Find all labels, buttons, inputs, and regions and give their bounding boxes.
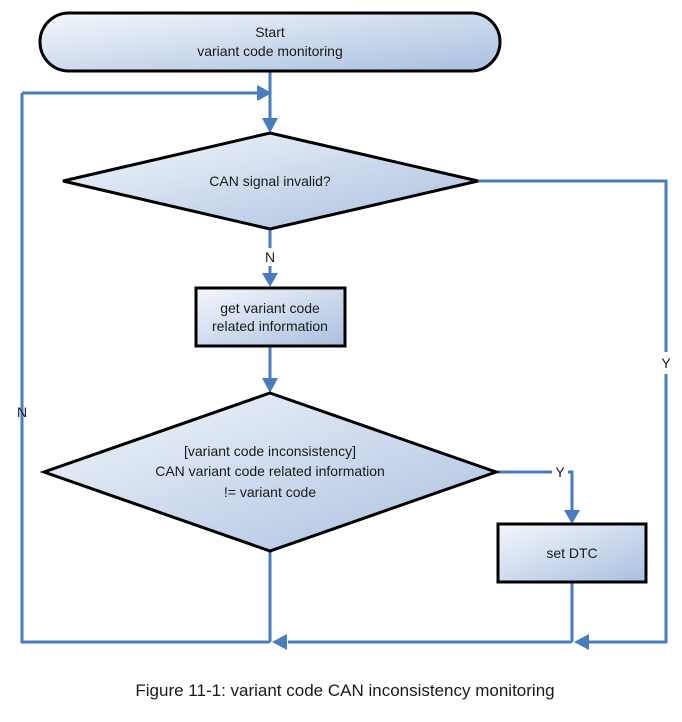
decision-can-signal-invalid — [62, 131, 479, 231]
decision-variant-label-line2: CAN variant code related information — [155, 463, 385, 479]
edge-variant-yes-right — [568, 470, 574, 512]
get-variant-info-label-line2: related information — [212, 318, 328, 334]
start-node-label-line1: Start — [255, 24, 285, 40]
arrowhead-into-loop-right — [257, 85, 272, 101]
start-node-label-line2: variant code monitoring — [197, 43, 343, 59]
arrowhead-into-can-check — [262, 118, 278, 133]
get-variant-info-label-line1: get variant code — [220, 300, 320, 316]
decision-variant-label-line1: [variant code inconsistency] — [184, 443, 356, 459]
arrowhead-merge-left — [272, 634, 287, 650]
edge-can-yes-return — [588, 374, 668, 644]
decision-variant-label-line3: != variant code — [224, 484, 316, 500]
decision-can-signal-invalid-label: CAN signal invalid? — [209, 173, 331, 189]
edge-label-can-yes: Y — [661, 355, 671, 371]
arrowhead-into-variant-check — [262, 378, 278, 393]
start-node — [38, 11, 502, 73]
edge-label-variant-yes: Y — [555, 464, 565, 480]
edge-loop-back — [20, 402, 270, 644]
edge-label-can-no: N — [265, 249, 275, 265]
edge-can-yes — [478, 179, 668, 352]
get-variant-info-node — [194, 286, 347, 348]
set-dtc-label: set DTC — [546, 545, 597, 561]
arrowhead-merge-right — [574, 634, 589, 650]
arrowhead-into-set-dtc — [564, 510, 580, 524]
edge-label-variant-no: N — [17, 404, 27, 420]
set-dtc-node — [496, 522, 648, 584]
decision-variant-inconsistency — [39, 391, 501, 553]
figure-caption: Figure 11-1: variant code CAN inconsiste… — [135, 681, 554, 700]
arrowhead-into-get-info — [262, 273, 278, 287]
